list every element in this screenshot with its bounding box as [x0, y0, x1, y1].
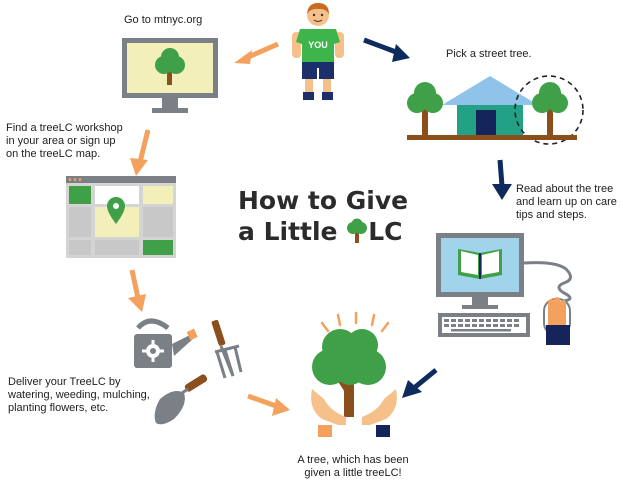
arrow-navy-1 — [363, 37, 410, 62]
hands-tree-icon — [311, 311, 397, 437]
step-pick-label: Pick a street tree. — [446, 48, 532, 60]
shirt-text: YOU — [308, 40, 328, 50]
map-screen-icon — [66, 176, 176, 258]
trowel-icon — [154, 374, 208, 425]
watering-can-icon — [134, 318, 198, 368]
computer-book-icon — [436, 233, 572, 345]
house-trees-icon — [407, 75, 584, 145]
arrow-navy-2 — [492, 159, 512, 200]
arrow-navy-3 — [402, 368, 438, 398]
arrow-orange-4 — [247, 393, 290, 416]
step-read-label: Read about the tree and learn up on care… — [516, 183, 617, 221]
title-line-2: a Little LC — [238, 216, 403, 247]
arrow-orange-2 — [130, 129, 151, 176]
arrow-orange-1 — [234, 41, 280, 64]
monitor-tree-icon — [122, 38, 218, 113]
title-prefix: a Little — [238, 217, 338, 246]
title-suffix: LC — [368, 217, 403, 246]
arrow-orange-3 — [128, 269, 146, 312]
step-result-label: A tree, which has been given a little tr… — [297, 454, 409, 479]
title-line-1: How to Give — [238, 186, 409, 215]
title-tree-icon — [346, 218, 368, 243]
step-find-label: Find a treeLC workshop in your area or s… — [6, 122, 123, 160]
step-go-to-label: Go to mtnyc.org — [124, 14, 203, 26]
person-icon: YOU — [292, 3, 344, 100]
garden-fork-icon — [211, 319, 243, 379]
step-deliver-label: Deliver your TreeLC by watering, weeding… — [8, 376, 150, 414]
